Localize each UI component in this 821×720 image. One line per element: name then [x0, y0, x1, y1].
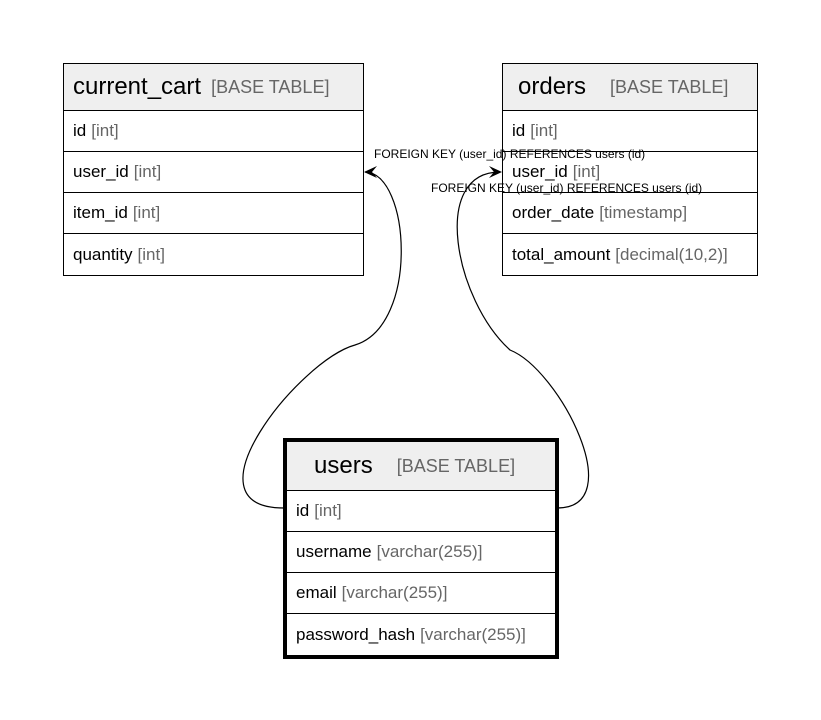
- column-type: [int]: [530, 121, 558, 140]
- table-orders-name: orders: [518, 73, 587, 100]
- column-type: [int]: [137, 244, 165, 264]
- column-type: [int]: [572, 162, 601, 181]
- table-current-cart-type: [BASE TABLE]: [211, 76, 330, 97]
- fk-arrowhead-orders: [489, 166, 502, 178]
- fk-arrowhead-current-cart: [364, 166, 377, 178]
- column-name: email: [296, 583, 337, 602]
- column-type: [varchar(255)]: [376, 542, 483, 561]
- column-row[interactable]: quantity [int]: [64, 234, 363, 275]
- column-name: username: [296, 542, 372, 561]
- fk-label-current-cart: FOREIGN KEY (user_id) REFERENCES users (…: [374, 147, 646, 161]
- fk-label-orders: FOREIGN KEY (user_id) REFERENCES users (…: [431, 181, 703, 195]
- column-type: [int]: [314, 501, 342, 520]
- column-name: user_id: [512, 162, 568, 181]
- table-current-cart-header[interactable]: current_cart [BASE TABLE]: [64, 64, 363, 111]
- column-row[interactable]: item_id [int]: [64, 193, 363, 234]
- column-type: [int]: [133, 162, 162, 181]
- column-row[interactable]: user_id [int]: [64, 152, 363, 193]
- column-row[interactable]: username [varchar(255)]: [287, 532, 555, 573]
- column-row[interactable]: id [int]: [287, 491, 555, 532]
- column-row[interactable]: email [varchar(255)]: [287, 573, 555, 614]
- table-users[interactable]: users [BASE TABLE] id [int] username [va…: [283, 438, 559, 659]
- table-users-type: [BASE TABLE]: [396, 455, 516, 476]
- column-type: [varchar(255)]: [420, 624, 526, 644]
- column-name: item_id: [73, 203, 128, 222]
- column-type: [timestamp]: [599, 203, 688, 222]
- column-name: id: [512, 121, 526, 140]
- table-orders[interactable]: orders [BASE TABLE] id [int] user_id [in…: [502, 63, 758, 276]
- column-row[interactable]: id [int]: [64, 111, 363, 152]
- table-current-cart[interactable]: current_cart [BASE TABLE] id [int] user_…: [63, 63, 364, 276]
- table-current-cart-name: current_cart: [73, 73, 202, 100]
- column-row[interactable]: total_amount [decimal(10,2)]: [503, 234, 757, 275]
- table-orders-type: [BASE TABLE]: [610, 76, 729, 97]
- column-type: [varchar(255)]: [341, 583, 448, 602]
- column-name: order_date: [512, 203, 595, 222]
- column-name: password_hash: [296, 624, 416, 644]
- table-users-header[interactable]: users [BASE TABLE]: [287, 442, 555, 491]
- column-row[interactable]: user_id [int]: [503, 152, 757, 193]
- column-row[interactable]: order_date [timestamp]: [503, 193, 757, 234]
- column-type: [decimal(10,2)]: [615, 244, 728, 264]
- column-name: user_id: [73, 162, 129, 181]
- column-type: [int]: [132, 203, 161, 222]
- column-row[interactable]: password_hash [varchar(255)]: [287, 614, 555, 655]
- column-name: id: [296, 501, 310, 520]
- table-users-name: users: [314, 452, 373, 479]
- column-row[interactable]: id [int]: [503, 111, 757, 152]
- column-name: total_amount: [512, 244, 611, 264]
- table-orders-header[interactable]: orders [BASE TABLE]: [503, 64, 757, 111]
- column-name: id: [73, 121, 87, 140]
- column-name: quantity: [73, 244, 133, 264]
- column-type: [int]: [91, 121, 119, 140]
